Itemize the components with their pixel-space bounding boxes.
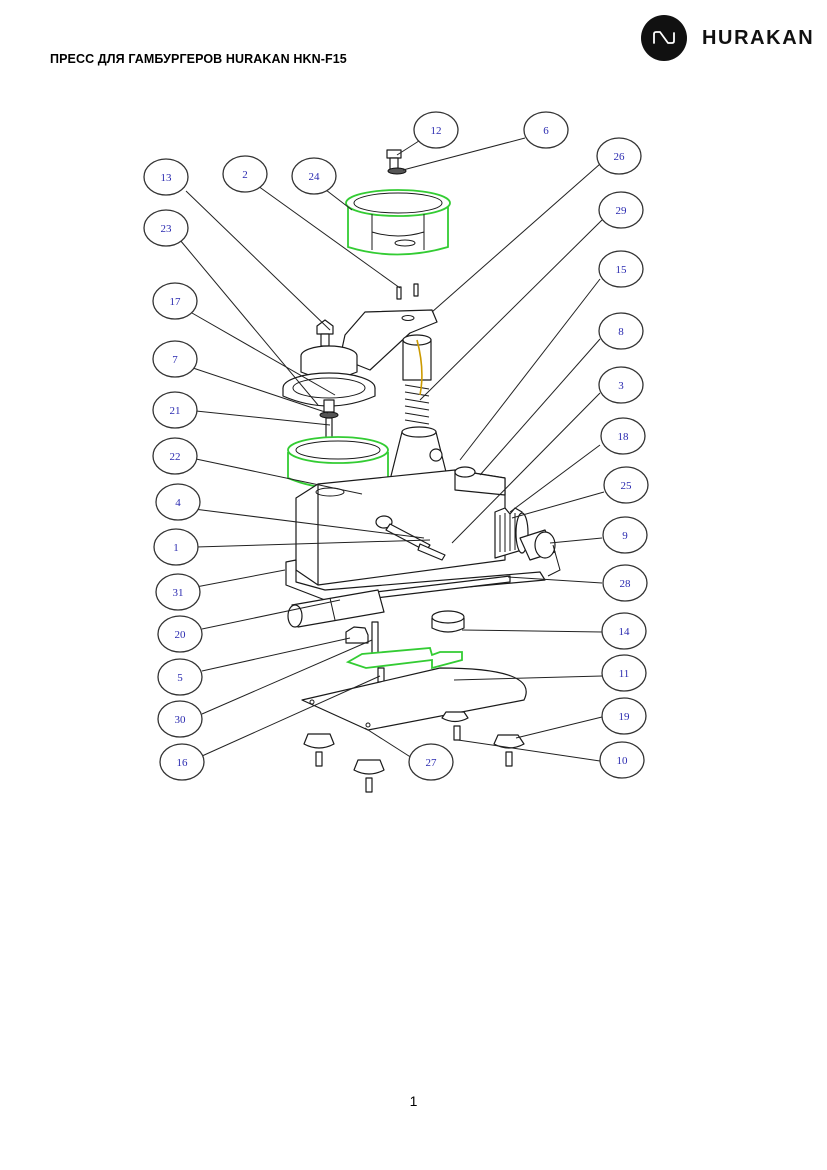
document-title: ПРЕСС ДЛЯ ГАМБУРГЕРОВ HURAKAN HKN-F15 [50,52,347,66]
callout-9: 9 [602,516,648,554]
page-number: 1 [409,1093,418,1109]
svg-text:26: 26 [614,151,626,163]
parts-drawing [282,149,561,793]
svg-text:25: 25 [621,480,633,492]
svg-text:18: 18 [618,431,630,443]
part-cylinder [431,610,465,633]
part-press-plate [282,345,376,407]
svg-text:27: 27 [426,757,438,769]
svg-text:24: 24 [309,171,321,183]
callout-15: 15 [598,250,644,288]
part-pins [396,283,419,300]
brand-name: HURAKAN [702,26,815,49]
callout-12: 12 [413,111,459,149]
callout-24: 24 [291,157,337,195]
exploded-parts-diagram: 12 6 13 2 24 26 23 29 15 17 8 7 3 21 18 … [143,111,649,793]
svg-text:13: 13 [161,172,173,184]
part-bracket [345,647,463,670]
svg-text:2: 2 [242,169,248,181]
part-press-cup [345,189,451,256]
callout-17: 17 [152,282,198,320]
svg-text:3: 3 [618,380,624,392]
hurakan-logo-icon [641,15,687,61]
svg-text:8: 8 [618,326,624,338]
callout-10: 10 [599,741,645,779]
svg-text:12: 12 [431,125,442,137]
part-top-bolt [386,149,407,175]
part-rod [375,515,446,561]
svg-text:10: 10 [617,755,629,767]
svg-text:14: 14 [619,626,631,638]
callout-8: 8 [598,312,644,350]
brand-logo: HURAKAN [641,15,814,61]
callout-1: 1 [153,528,199,566]
callout-7: 7 [152,340,198,378]
svg-text:20: 20 [175,629,187,641]
callout-26: 26 [596,137,642,175]
svg-text:15: 15 [616,264,628,276]
svg-text:22: 22 [170,451,181,463]
svg-text:16: 16 [177,757,189,769]
callout-27: 27 [408,743,454,781]
callout-6: 6 [523,111,569,149]
callout-31: 31 [155,573,201,611]
part-arm-bolt [316,319,334,347]
svg-text:17: 17 [170,296,182,308]
callout-19: 19 [601,697,647,735]
part-base-plate [301,667,527,731]
svg-text:19: 19 [619,711,631,723]
svg-text:31: 31 [173,587,184,599]
callout-16: 16 [159,743,205,781]
callout-25: 25 [603,466,649,504]
callout-28: 28 [602,564,648,602]
part-nut [345,621,379,655]
leader-lines [179,137,605,762]
callout-5: 5 [157,658,203,696]
svg-text:21: 21 [170,405,181,417]
svg-text:6: 6 [543,125,549,137]
svg-text:4: 4 [175,497,181,509]
callouts: 12 6 13 2 24 26 23 29 15 17 8 7 3 21 18 … [143,111,649,781]
callout-29: 29 [598,191,644,229]
callout-4: 4 [155,483,201,521]
svg-text:1: 1 [173,542,179,554]
part-gear [494,507,529,559]
part-column-spring [389,334,449,481]
part-feet [303,711,525,793]
callout-20: 20 [157,615,203,653]
callout-13: 13 [143,158,189,196]
callout-2: 2 [222,155,268,193]
callout-30: 30 [157,700,203,738]
svg-text:9: 9 [622,530,628,542]
svg-text:29: 29 [616,205,628,217]
svg-text:5: 5 [177,672,183,684]
callout-11: 11 [601,654,647,692]
callout-21: 21 [152,391,198,429]
svg-text:23: 23 [161,223,173,235]
part-drive-shaft [519,529,561,577]
svg-text:7: 7 [172,354,178,366]
callout-3: 3 [598,366,644,404]
part-body-housing [285,466,546,601]
svg-text:28: 28 [620,578,632,590]
callout-22: 22 [152,437,198,475]
svg-text:30: 30 [175,714,187,726]
callout-18: 18 [600,417,646,455]
svg-text:11: 11 [619,668,630,680]
callout-23: 23 [143,209,189,247]
callout-14: 14 [601,612,647,650]
